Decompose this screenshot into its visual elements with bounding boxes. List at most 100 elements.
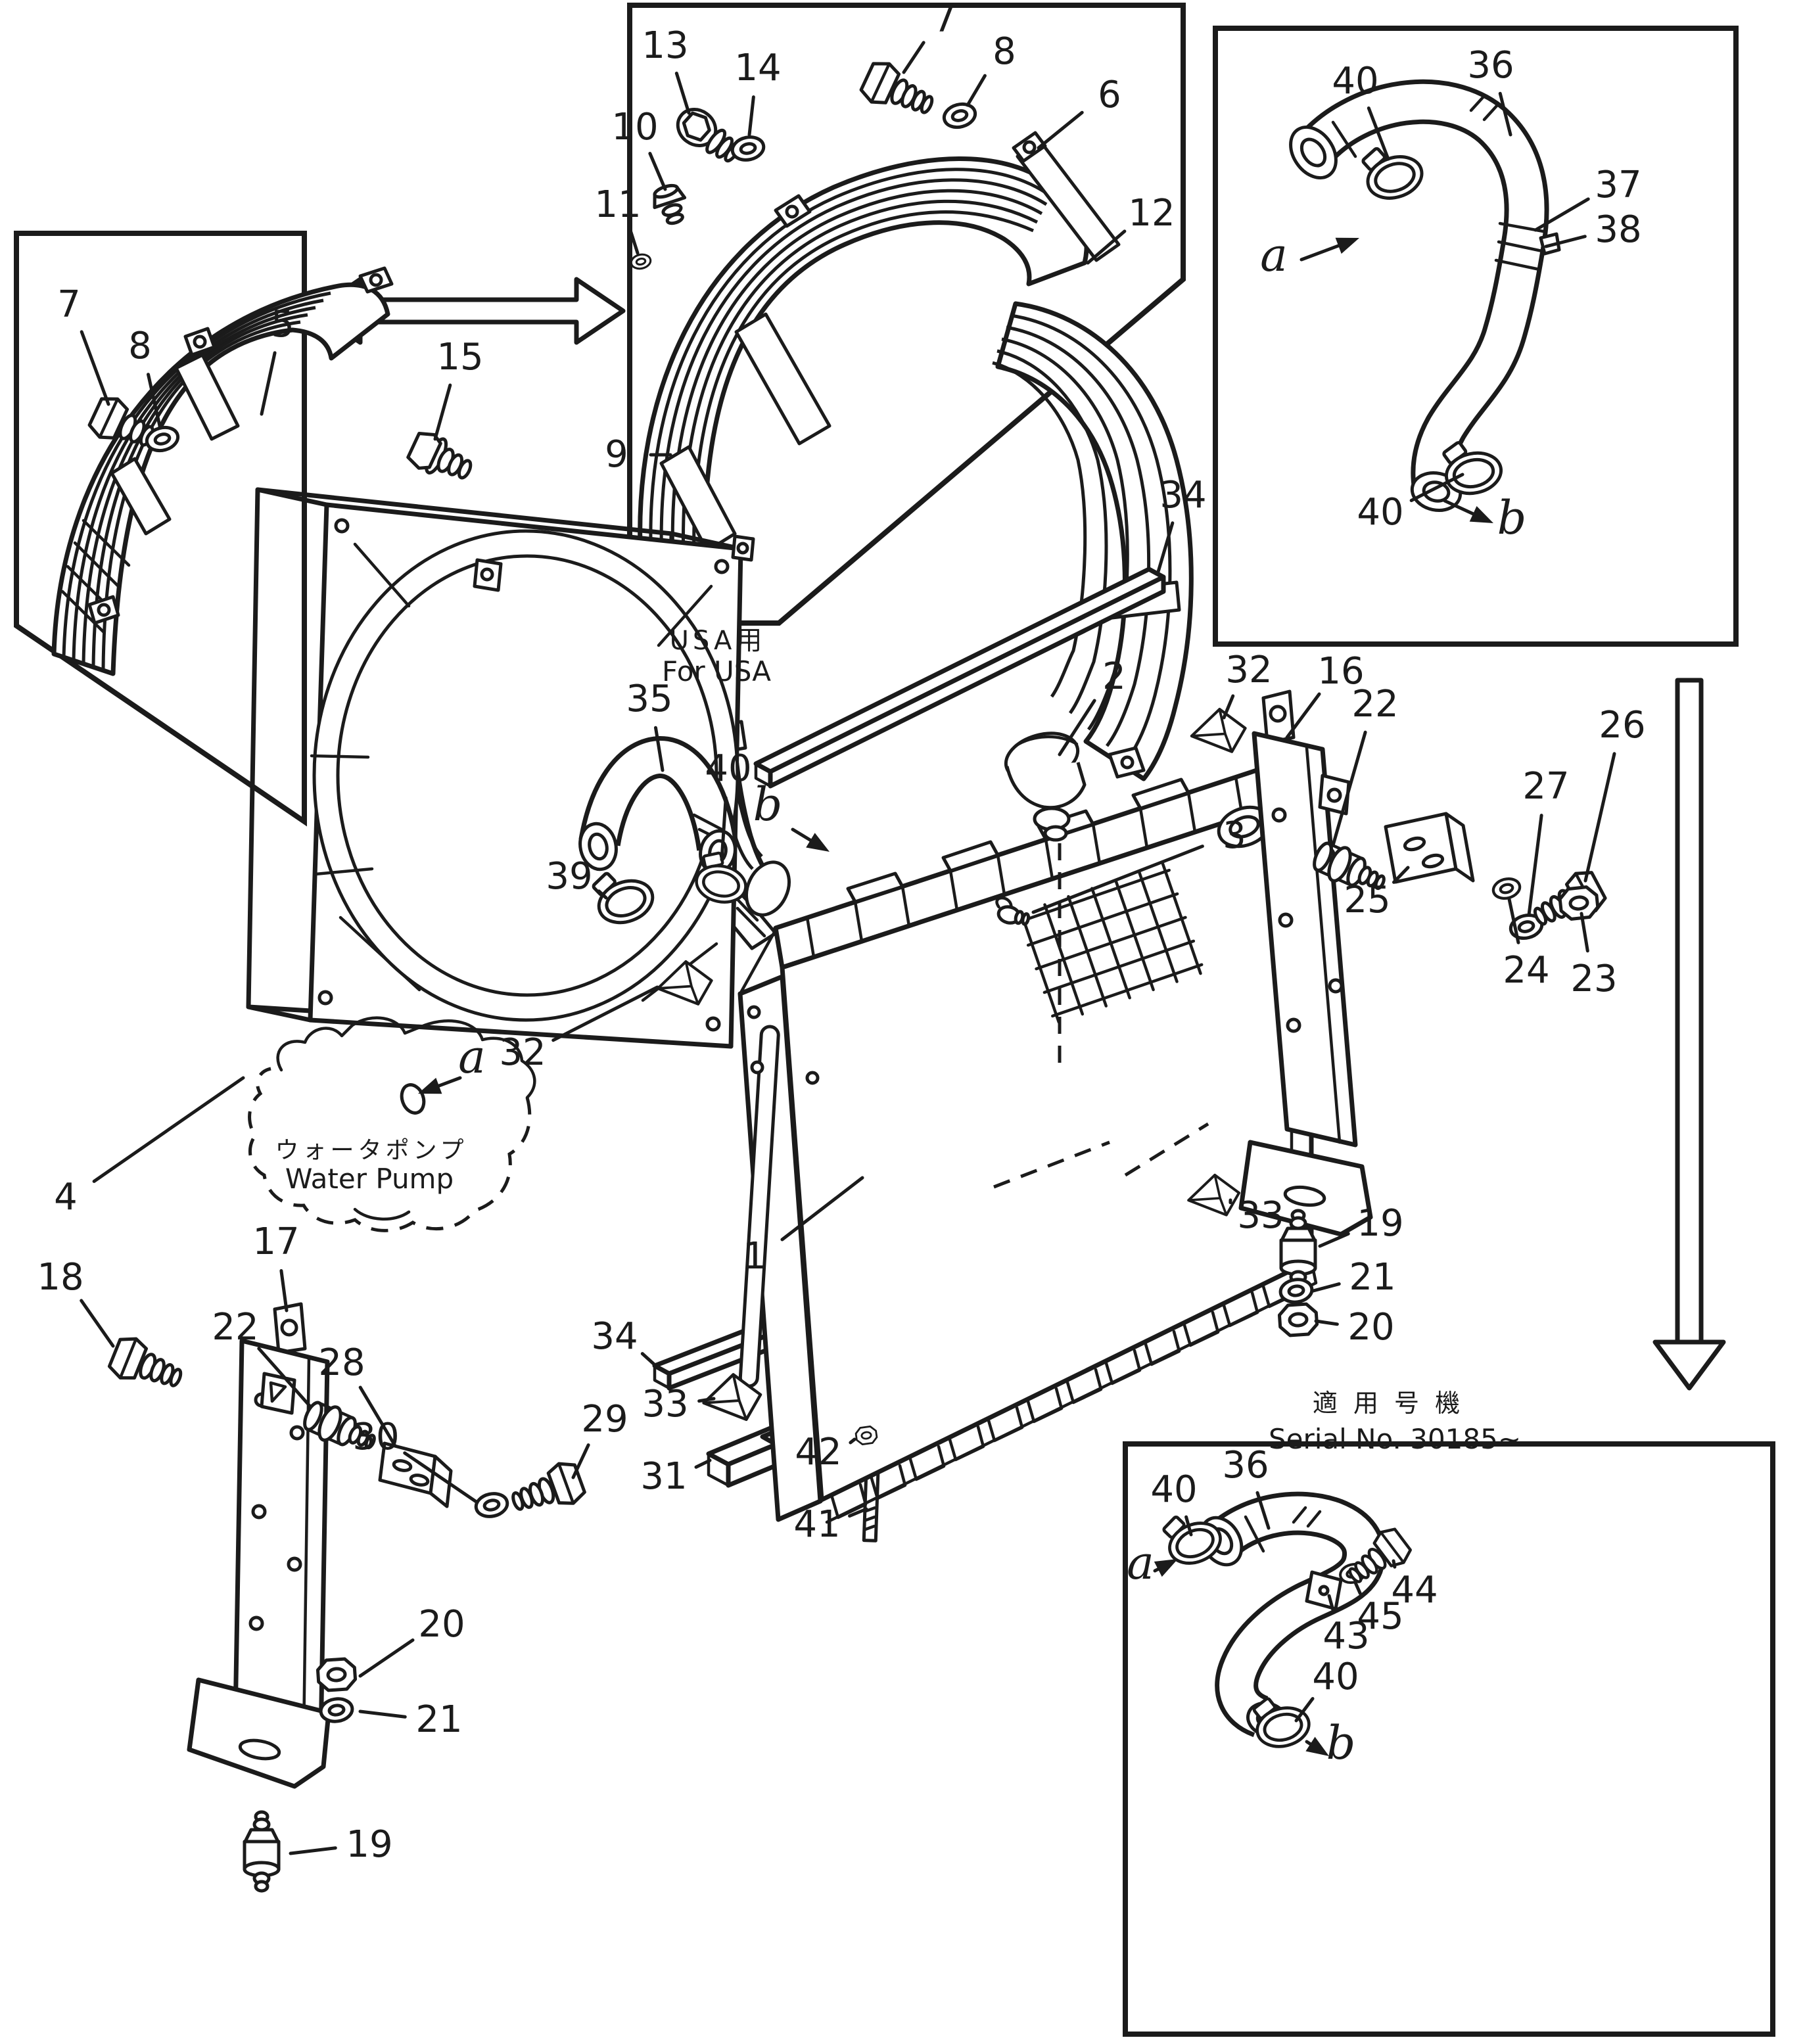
part-label-40: 40 [1150, 1468, 1197, 1511]
leader-line-28 [358, 1385, 396, 1447]
ref-arrow-shaft-b [1305, 1740, 1312, 1746]
ref-arrow-shaft-b [791, 827, 812, 842]
leader-line-16 [1285, 692, 1321, 739]
part-label-1: 1 [743, 1235, 766, 1278]
washer-21-left [319, 1697, 354, 1723]
support-bar-34-upper [753, 567, 1166, 789]
leader-line-40 [1409, 473, 1464, 502]
leader-line-2 [1058, 699, 1096, 756]
leader-line-42 [849, 1437, 856, 1445]
washer-21-right [1279, 1278, 1313, 1304]
washer-8-center [941, 101, 977, 130]
leader-line-40 [1184, 1515, 1193, 1537]
part-label-44: 44 [1391, 1569, 1438, 1612]
part-label-28: 28 [318, 1341, 365, 1384]
hose-36-top [1289, 79, 1561, 512]
leader-line-44 [1392, 1559, 1397, 1569]
serial-en-text: Serial No. 30185~ [1269, 1423, 1521, 1455]
leader-line-8 [966, 74, 987, 107]
leader-line-11 [629, 230, 640, 255]
leader-line-31 [694, 1458, 712, 1469]
ref-arrow-head-b [1469, 505, 1493, 523]
ref-letter-b: b [1326, 1716, 1356, 1770]
part-label-22: 22 [212, 1306, 258, 1349]
part-label-12: 12 [1128, 192, 1175, 235]
part-label-37: 37 [1595, 164, 1641, 206]
leader-line-6 [1037, 110, 1084, 150]
part-label-27: 27 [1522, 765, 1569, 808]
leader-line-40 [1294, 1697, 1315, 1723]
bolt-13 [676, 108, 740, 163]
part-label-45: 45 [1357, 1595, 1403, 1638]
water-pump-en-text: Water Pump [285, 1163, 454, 1195]
washer-24 [1491, 876, 1522, 901]
leader-line-43 [1327, 1594, 1335, 1612]
fan-guard-upper [638, 131, 1121, 567]
part-label-9: 9 [605, 433, 628, 476]
leader-line-15 [433, 383, 452, 441]
part-label-42: 42 [795, 1431, 841, 1474]
part-label-8: 8 [993, 30, 1016, 73]
leader-line-25 [1392, 866, 1410, 884]
washer-11 [628, 252, 653, 271]
part-label-40: 40 [1312, 1656, 1359, 1698]
ref-arrow-head-a [1154, 1559, 1178, 1577]
ref-arrow-head-b [806, 833, 830, 852]
leader-line-29 [571, 1443, 590, 1479]
nut-20-right [1278, 1303, 1317, 1336]
bolt-15 [406, 429, 477, 488]
bolt-7-center [858, 58, 939, 126]
bracket-17 [187, 1302, 331, 1789]
part-label-2: 2 [1102, 655, 1126, 698]
part-label-24: 24 [1503, 949, 1549, 992]
plate-25 [1384, 812, 1475, 884]
part-label-43: 43 [1323, 1615, 1369, 1658]
leader-line-22 [1331, 730, 1367, 847]
ref-letter-b: b [753, 778, 783, 831]
part-label-15: 15 [436, 336, 483, 379]
leader-line-41 [848, 1507, 868, 1518]
leader-line-36 [1255, 1491, 1271, 1530]
leader-line-1 [780, 1176, 864, 1242]
ref-letter-a: a [1260, 228, 1288, 282]
mount-19-left [245, 1812, 279, 1891]
leader-line-10 [648, 152, 667, 191]
top-right-inset-box [1213, 26, 1739, 647]
leader-line-33 [697, 1397, 716, 1403]
leader-line-21 [358, 1709, 407, 1719]
leader-line-19 [289, 1846, 337, 1855]
leader-line-35 [653, 726, 665, 772]
guard-bracket-6 [1012, 131, 1121, 262]
part-label-39: 39 [546, 855, 592, 898]
leader-line-17 [279, 1268, 289, 1312]
leader-line-32 [1222, 694, 1235, 720]
part-label-34: 34 [1159, 474, 1206, 517]
bolt-10 [649, 182, 691, 227]
nut-42 [854, 1424, 879, 1447]
plate-28 [378, 1441, 453, 1508]
ref-arrow-head-a [1335, 237, 1359, 254]
for-usa-en-text: For USA [662, 655, 771, 687]
leader-line-45 [1353, 1581, 1362, 1595]
part-label-6: 6 [1098, 74, 1121, 116]
leader-line-30 [403, 1451, 479, 1504]
part-label-18: 18 [37, 1256, 83, 1299]
ref-arrow-head-b [1305, 1736, 1329, 1756]
part-label-29: 29 [581, 1398, 628, 1441]
radiator [738, 732, 1318, 1524]
part-label-13: 13 [642, 24, 688, 67]
leader-line-7 [902, 41, 925, 74]
part-label-7: 7 [933, 0, 956, 41]
nut-23 [1559, 886, 1599, 920]
part-label-4: 4 [54, 1176, 78, 1219]
part-label-25: 25 [1344, 879, 1390, 921]
clamp-40-topbox-upper [1358, 137, 1427, 205]
part-label-26: 26 [1599, 704, 1645, 747]
leader-line-32 [551, 985, 659, 1042]
water-pump [248, 1016, 536, 1232]
ref-arrow-head-a [418, 1077, 442, 1094]
leader-line-40 [1367, 106, 1390, 161]
washer-30 [474, 1491, 509, 1519]
